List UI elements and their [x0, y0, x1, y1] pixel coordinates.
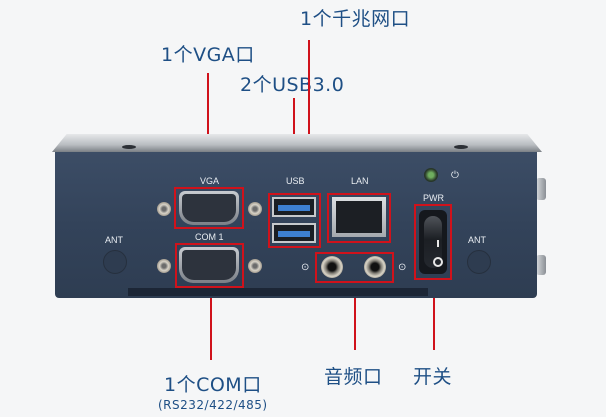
antenna-port-left: [103, 250, 127, 274]
callout-usb: 2个USB3.0: [240, 74, 345, 96]
vga-screw-right: [248, 202, 262, 216]
com-connector[interactable]: [179, 247, 239, 283]
panel-label-ant-left: ANT: [105, 235, 123, 245]
lid-hole: [454, 145, 468, 149]
leader-line-com: [210, 288, 212, 360]
highlight-vga: [174, 187, 244, 229]
panel-bottom-edge: [128, 288, 428, 296]
vga-screw-left: [157, 202, 171, 216]
callout-vga: 1个VGA口: [161, 44, 255, 66]
highlight-usb: [268, 193, 321, 248]
highlight-power: [414, 204, 452, 280]
leader-line-vga: [207, 73, 209, 187]
audio-out-icon: ⊙: [301, 262, 310, 273]
vga-connector[interactable]: [179, 191, 239, 225]
highlight-audio: [315, 252, 394, 283]
leader-line-lan: [308, 40, 310, 193]
usb-port-bottom[interactable]: [272, 223, 316, 243]
antenna-port-right: [467, 250, 491, 274]
panel-label-vga: VGA: [200, 176, 220, 186]
side-bracket: [536, 255, 546, 275]
power-led: [424, 168, 438, 182]
leader-line-power: [433, 280, 435, 350]
power-switch[interactable]: [419, 210, 447, 274]
power-icon: ⏻: [451, 170, 459, 181]
panel-label-com: COM 1: [195, 232, 224, 242]
callout-com-sub: (RS232/422/485): [158, 398, 268, 412]
lid-hole: [122, 145, 136, 149]
com-screw-left: [157, 259, 171, 273]
audio-jack-in[interactable]: [364, 256, 386, 278]
panel-label-pwr: PWR: [423, 193, 444, 203]
com-screw-right: [248, 259, 262, 273]
panel-label-ant-right: ANT: [468, 235, 486, 245]
callout-lan: 1个千兆网口: [300, 8, 411, 30]
panel-label-usb: USB: [286, 176, 305, 186]
callout-com: 1个COM口: [164, 374, 262, 396]
highlight-com: [175, 243, 244, 288]
audio-in-icon: ⊙: [398, 262, 407, 273]
callout-audio: 音频口: [324, 366, 383, 388]
panel-label-lan: LAN: [351, 176, 369, 186]
callout-power: 开关: [413, 366, 453, 388]
leader-line-audio: [354, 283, 356, 350]
device-top-lid: [52, 134, 542, 152]
usb-port-top[interactable]: [272, 197, 316, 217]
highlight-lan: [327, 193, 391, 243]
lan-port[interactable]: [332, 197, 386, 237]
side-bracket: [536, 178, 546, 200]
audio-jack-out[interactable]: [321, 256, 343, 278]
